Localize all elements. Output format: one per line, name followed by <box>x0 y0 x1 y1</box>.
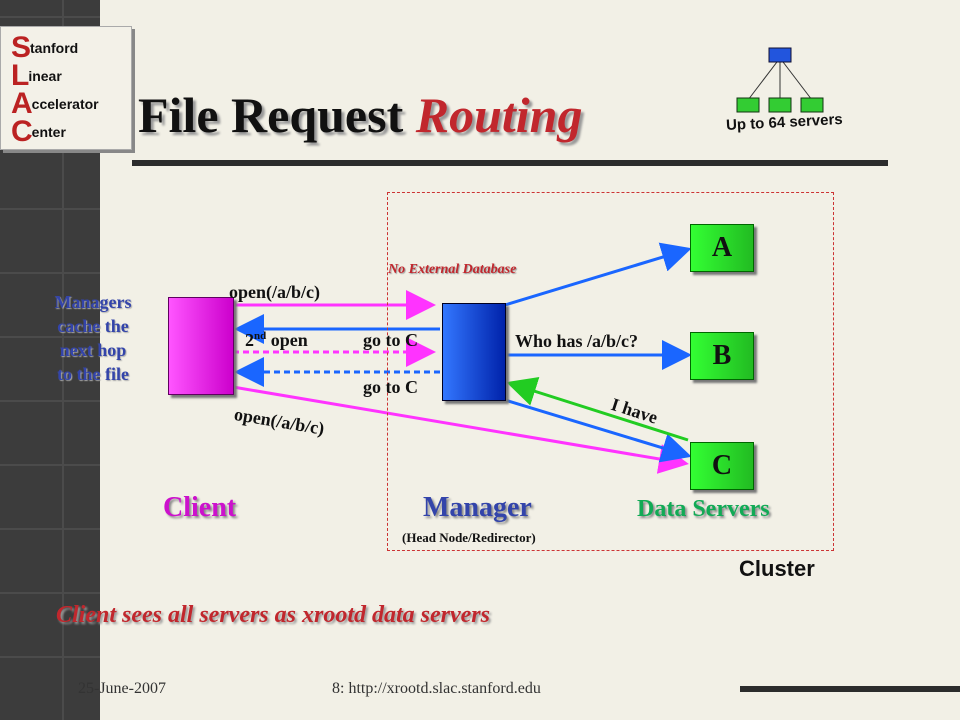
side-note-line: cache the <box>57 316 129 336</box>
server-c: C <box>690 442 754 490</box>
label-cluster: Cluster <box>739 556 815 581</box>
server-c-label: C <box>711 450 733 481</box>
side-note-line: next hop <box>59 340 127 360</box>
footer-rule <box>740 686 960 692</box>
label-who-has: Who has /a/b/c? <box>515 331 639 351</box>
server-tree-icon <box>736 47 824 113</box>
cluster-boundary <box>387 192 834 551</box>
label-open-1: open(/a/b/c) <box>229 282 321 302</box>
server-b: B <box>690 332 754 380</box>
server-b-label: B <box>712 340 732 371</box>
arrow-to-c <box>504 398 692 463</box>
side-note-line: to the file <box>57 364 129 384</box>
no-external-db-note: No External Database <box>388 262 517 277</box>
label-manager-sub: (Head Node/Redirector) <box>402 530 536 545</box>
logo-line-2: Linear <box>11 59 62 92</box>
managers-cache-note: Managers cache the next hop to the file <box>30 290 156 386</box>
label-go-to-c-2: go to C <box>363 377 418 397</box>
manager-box <box>442 303 506 401</box>
footer-date: 25-June-2007 <box>78 680 166 697</box>
label-data-servers: Data Servers <box>637 496 770 522</box>
arrow-to-a <box>504 242 692 307</box>
title-rule <box>132 160 888 166</box>
slide-title: File Request Routing <box>138 87 583 143</box>
footer-page: 8: http://xrootd.slac.stanford.edu <box>332 680 541 697</box>
slide-caption: Client sees all servers as xrootd data s… <box>56 602 490 628</box>
logo-line-3: Accelerator <box>11 87 99 120</box>
label-manager: Manager <box>423 492 532 523</box>
label-second-open: 2nd open <box>245 330 308 350</box>
logo-line-1: Stanford <box>11 31 79 64</box>
logo-line-4: Center <box>11 115 66 148</box>
slac-logo: Stanford Linear Accelerator Center <box>0 26 132 150</box>
client-box <box>168 297 234 395</box>
arrow-i-have <box>506 376 689 442</box>
side-note-line: Managers <box>54 292 132 312</box>
server-a-label: A <box>711 232 733 263</box>
arrow-open-2 <box>232 385 689 474</box>
label-go-to-c-1: go to C <box>363 330 418 350</box>
label-client: Client <box>163 492 237 523</box>
server-a: A <box>690 224 754 272</box>
